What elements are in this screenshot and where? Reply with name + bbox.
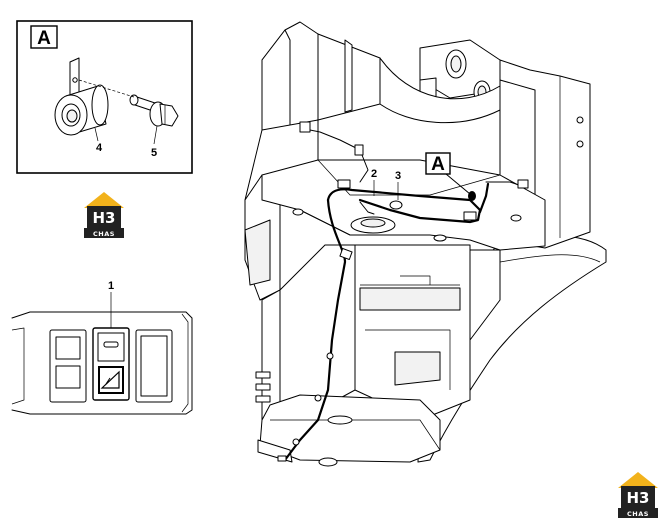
leader-5	[153, 125, 158, 145]
detail-a-inset: A 4 5	[16, 20, 193, 174]
tilt-symbol-mark	[105, 377, 111, 385]
logo-body-corner	[621, 486, 655, 508]
blank-switch-right-face	[140, 335, 168, 397]
bolt-part	[129, 94, 179, 127]
switch-panel: 1	[11, 280, 193, 415]
h3-chas-logo-corner: H3 CHAS	[618, 472, 658, 518]
blank-switch-bottom	[55, 365, 81, 389]
bushing-part	[54, 84, 109, 136]
view-marker-box	[425, 152, 451, 175]
clip-4	[354, 144, 364, 156]
assembly-axis	[78, 79, 135, 98]
callout-2: 2	[371, 168, 377, 180]
tie-3	[292, 438, 300, 446]
clip-1	[339, 248, 353, 260]
clip-2	[337, 179, 351, 189]
blank-switch-top	[55, 336, 81, 360]
harness-end-plug	[277, 455, 287, 462]
clip-6	[517, 179, 529, 189]
logo-roof-corner	[618, 472, 658, 488]
leader-4	[94, 127, 99, 142]
tie-1	[326, 352, 334, 360]
clip-3	[463, 211, 477, 221]
logo-sub-text-corner: CHAS	[627, 510, 649, 518]
frame-callouts: 2 3 A	[371, 152, 471, 200]
logo-sub-text: CHAS	[93, 230, 115, 238]
bracket-hole	[72, 77, 78, 83]
sensor-head	[468, 191, 476, 201]
wiring-harness	[277, 121, 529, 462]
view-marker-leader	[445, 173, 471, 195]
logo-band	[84, 228, 124, 238]
sensor-ring	[389, 200, 403, 210]
detail-a-label-box	[30, 25, 58, 49]
h3-chas-logo: H3 CHAS	[84, 192, 124, 238]
harness-branch-left	[299, 127, 369, 183]
logo-main-text-corner: H3	[627, 489, 650, 507]
lower-frame-center	[354, 244, 471, 421]
tie-2	[314, 394, 322, 402]
harness-riser	[478, 182, 490, 214]
clip-5	[299, 121, 311, 133]
indicator-led	[103, 341, 119, 348]
logo-main-text: H3	[93, 209, 116, 227]
base-plate	[259, 394, 441, 463]
logo-roof	[84, 192, 124, 208]
callout-5: 5	[151, 147, 157, 159]
logo-body	[87, 206, 121, 228]
logo-band-corner	[618, 508, 658, 518]
harness-upper-run	[326, 188, 482, 224]
loader-frame	[244, 21, 607, 467]
cross-beam-upper	[379, 57, 501, 124]
view-marker-label: A	[431, 154, 445, 175]
callout-1: 1	[108, 280, 114, 292]
callout-3: 3	[395, 170, 401, 182]
tilt-symbol-icon	[100, 370, 120, 389]
detail-a-label: A	[37, 28, 51, 49]
callout-4: 4	[96, 142, 103, 154]
